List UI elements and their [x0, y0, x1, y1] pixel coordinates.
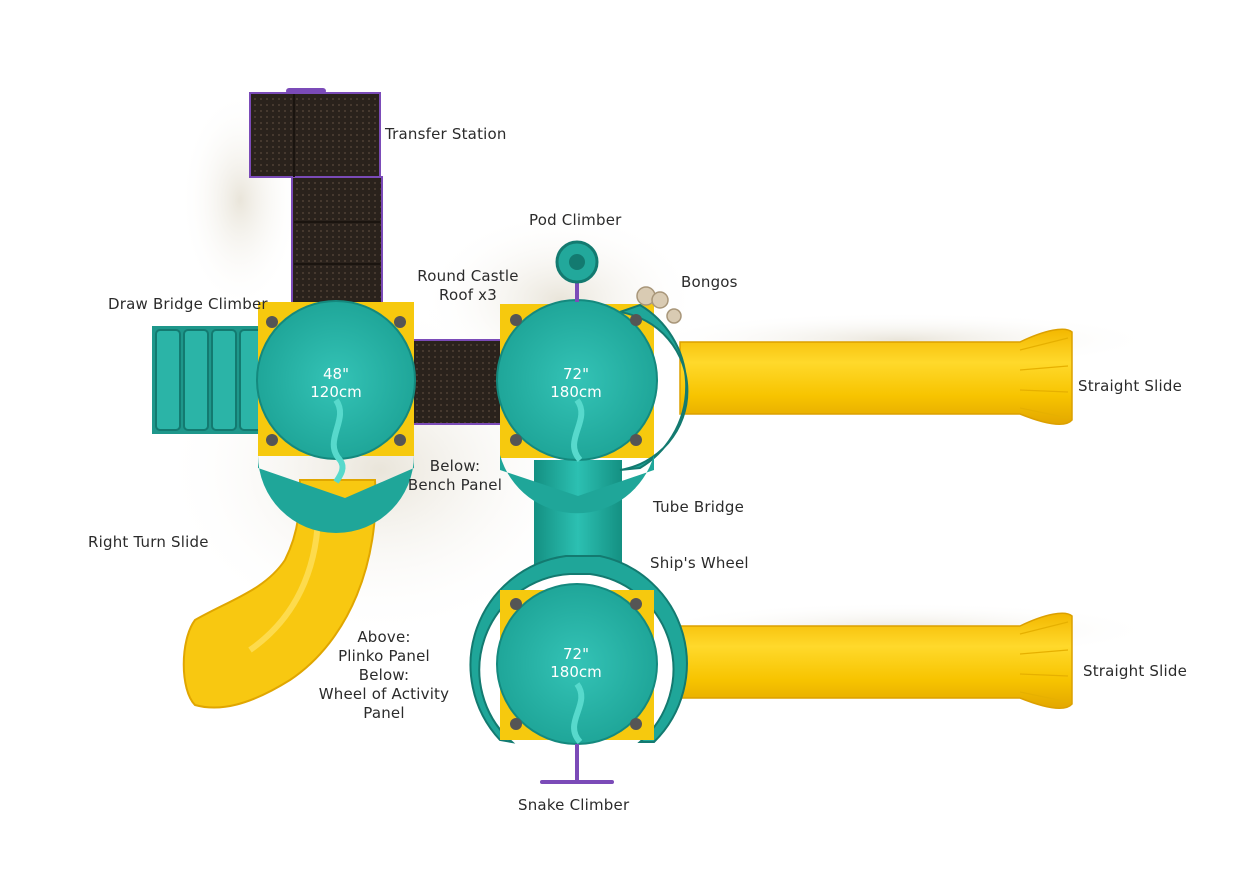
label-plinko-line-1: Above:	[357, 628, 411, 646]
deck-center	[496, 299, 689, 514]
label-plinko-line-3: Below:	[358, 666, 410, 684]
label-plinko-line-2: Plinko Panel	[338, 647, 430, 665]
deck-left-height-cm: 120cm	[310, 383, 362, 401]
deck-left	[256, 300, 416, 533]
label-below-bench-panel-line-2: Bench Panel	[407, 476, 503, 494]
label-tube-bridge: Tube Bridge	[653, 498, 745, 516]
label-straight-slide-top: Straight Slide	[1078, 377, 1183, 395]
deck-left-height-in: 48"	[323, 365, 349, 383]
label-bongos: Bongos	[681, 273, 738, 291]
tube-bridge	[534, 460, 622, 570]
label-transfer-station: Transfer Station	[385, 125, 507, 143]
straight-slide-top	[679, 328, 1073, 426]
label-pod-climber: Pod Climber	[529, 211, 622, 229]
straight-slide-bottom	[679, 612, 1073, 710]
label-ships-wheel: Ship's Wheel	[650, 554, 749, 572]
deck-center-height-in: 72"	[563, 365, 589, 383]
bridge-panel	[407, 339, 509, 425]
deck-left-height: 48" 120cm	[291, 365, 381, 401]
label-snake-climber: Snake Climber	[518, 796, 630, 814]
bongos	[636, 286, 682, 324]
label-straight-slide-bottom: Straight Slide	[1083, 662, 1188, 680]
snake-climber	[540, 744, 614, 784]
label-plinko-line-4: Wheel of Activity	[318, 685, 450, 703]
deck-bottom	[469, 555, 688, 745]
label-right-turn-slide: Right Turn Slide	[88, 533, 209, 551]
label-round-castle-roof: Round Castle Roof x3	[412, 267, 524, 305]
deck-center-height: 72" 180cm	[531, 365, 621, 401]
label-below-bench-panel: Below: Bench Panel	[400, 457, 510, 495]
label-plinko-activity: Above: Plinko Panel Below: Wheel of Acti…	[312, 628, 456, 723]
transfer-station	[249, 88, 383, 308]
pod-climber	[555, 240, 599, 302]
deck-bottom-height-in: 72"	[563, 645, 589, 663]
label-round-castle-roof-line-1: Round Castle	[417, 267, 519, 285]
draw-bridge-climber	[152, 326, 264, 434]
label-draw-bridge-climber: Draw Bridge Climber	[108, 295, 268, 313]
label-plinko-line-5: Panel	[363, 704, 405, 722]
label-below-bench-panel-line-1: Below:	[429, 457, 481, 475]
deck-bottom-height: 72" 180cm	[531, 645, 621, 681]
deck-bottom-height-cm: 180cm	[550, 663, 602, 681]
deck-center-height-cm: 180cm	[550, 383, 602, 401]
label-round-castle-roof-line-2: Roof x3	[439, 286, 497, 304]
